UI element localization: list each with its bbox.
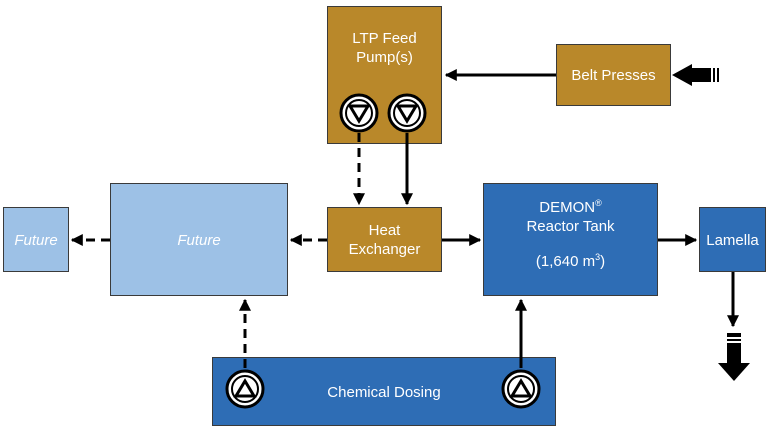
belt-presses-label: Belt Presses [571,67,656,84]
volume-value: (1,640 m [535,253,596,270]
pump-up-icon [501,369,541,409]
future-small-label: Future [14,232,58,249]
pump-down-icon [387,93,427,133]
belt-presses-box: Belt Presses [556,44,671,106]
registered-mark: ® [595,198,602,208]
ltp-feed-pumps-line1: LTP Feed [352,30,417,47]
chemical-dosing-box: Chemical Dosing [212,357,556,426]
demon-reactor-tank-box: DEMON® Reactor Tank (1,640 m3) [483,183,658,296]
block-arrow-icon [718,333,750,381]
future-small-box: Future [3,207,69,272]
block-arrow-icon [672,64,719,86]
pump-down-icon [339,93,379,133]
future-large-label: Future [177,232,221,249]
volume-close: ) [600,253,606,270]
demon-reactor-line2: Reactor Tank [526,218,615,235]
heat-exchanger-box: Heat Exchanger [327,207,442,272]
pump-up-icon [225,369,265,409]
heat-exchanger-line1: Heat [368,222,401,239]
lamella-label: Lamella [706,232,759,249]
demon-reactor-volume: (1,640 m3) [484,252,657,271]
heat-exchanger-line2: Exchanger [348,241,421,258]
demon-name: DEMON [539,199,596,216]
chemical-dosing-label: Chemical Dosing [327,384,441,401]
ltp-feed-pumps-line2: Pump(s) [356,49,413,66]
lamella-box: Lamella [699,207,766,272]
volume-exponent: 3 [595,252,601,262]
demon-reactor-line1: DEMON® [484,198,657,217]
future-large-box: Future [110,183,288,296]
